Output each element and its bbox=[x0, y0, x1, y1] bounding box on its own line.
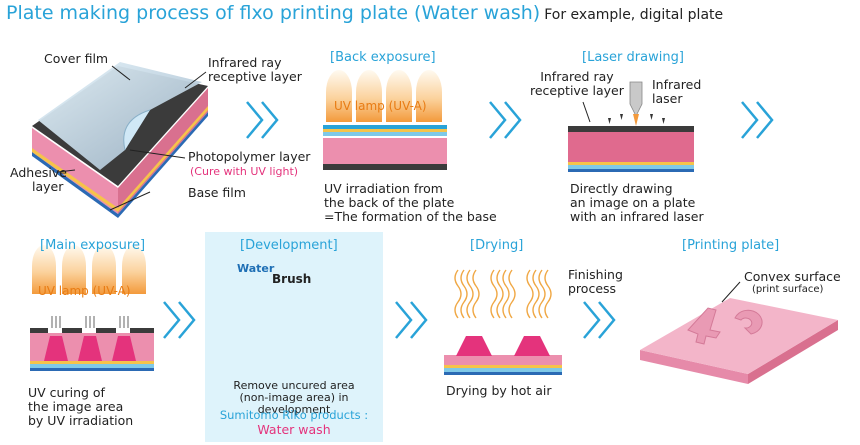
label-products: Sumitomo Riko products : bbox=[219, 408, 369, 422]
step-label-back-exposure: [Back exposure] bbox=[330, 50, 436, 65]
uv-lamp-icon bbox=[326, 70, 442, 122]
uv-lamp-label: UV lamp (UV-A) bbox=[334, 99, 427, 113]
development-panel bbox=[205, 232, 383, 442]
caption-drying: Drying by hot air bbox=[446, 383, 552, 398]
step-label-printing-plate: [Printing plate] bbox=[682, 238, 780, 253]
step-label-development: [Development] bbox=[240, 238, 338, 253]
label-receptive-layer: Infrared ray receptive layer bbox=[530, 69, 624, 98]
hot-air-icon bbox=[454, 269, 552, 319]
caption-back-exposure: UV irradiation from the back of the plat… bbox=[324, 181, 497, 224]
label-photopolymer: Photopolymer layer bbox=[188, 149, 311, 164]
label-water-wash: Water wash bbox=[257, 422, 331, 437]
uv-lamp-label: UV lamp (UV-A) bbox=[38, 284, 131, 298]
label-infrared-layer: Infrared ray receptive layer bbox=[208, 55, 302, 84]
arrow-chevron-icon bbox=[246, 101, 774, 139]
label-adhesive: Adhesive layer bbox=[10, 165, 67, 194]
title-sub: For example, digital plate bbox=[544, 7, 724, 23]
step-label-main-exposure: [Main exposure] bbox=[40, 238, 146, 253]
step-label-laser-drawing: [Laser drawing] bbox=[582, 50, 684, 65]
page-title: Plate making process of flxo printing pl… bbox=[6, 2, 723, 24]
label-print-surface: (print surface) bbox=[752, 284, 824, 295]
label-cover-film: Cover film bbox=[44, 51, 109, 66]
label-infrared-laser: Infrared laser bbox=[652, 77, 702, 106]
caption-laser-drawing: Directly drawing an image on a plate wit… bbox=[570, 181, 704, 224]
label-cure: (Cure with UV light) bbox=[190, 165, 299, 178]
label-brush: Brush bbox=[272, 272, 312, 286]
label-base-film: Base film bbox=[188, 185, 246, 200]
uv-lamp-icon bbox=[32, 245, 146, 294]
step-label-drying: [Drying] bbox=[470, 238, 524, 253]
caption-main-exposure: UV curing of the image area by UV irradi… bbox=[28, 385, 134, 428]
label-water: Water bbox=[237, 262, 275, 275]
caption-development: Remove uncured area (non-image area) in … bbox=[233, 379, 355, 416]
caption-finishing: Finishing process bbox=[568, 267, 623, 296]
label-convex-surface: Convex surface bbox=[744, 269, 841, 284]
arrow-chevron-icon bbox=[163, 301, 616, 339]
title-main: Plate making process of flxo printing pl… bbox=[6, 2, 541, 24]
